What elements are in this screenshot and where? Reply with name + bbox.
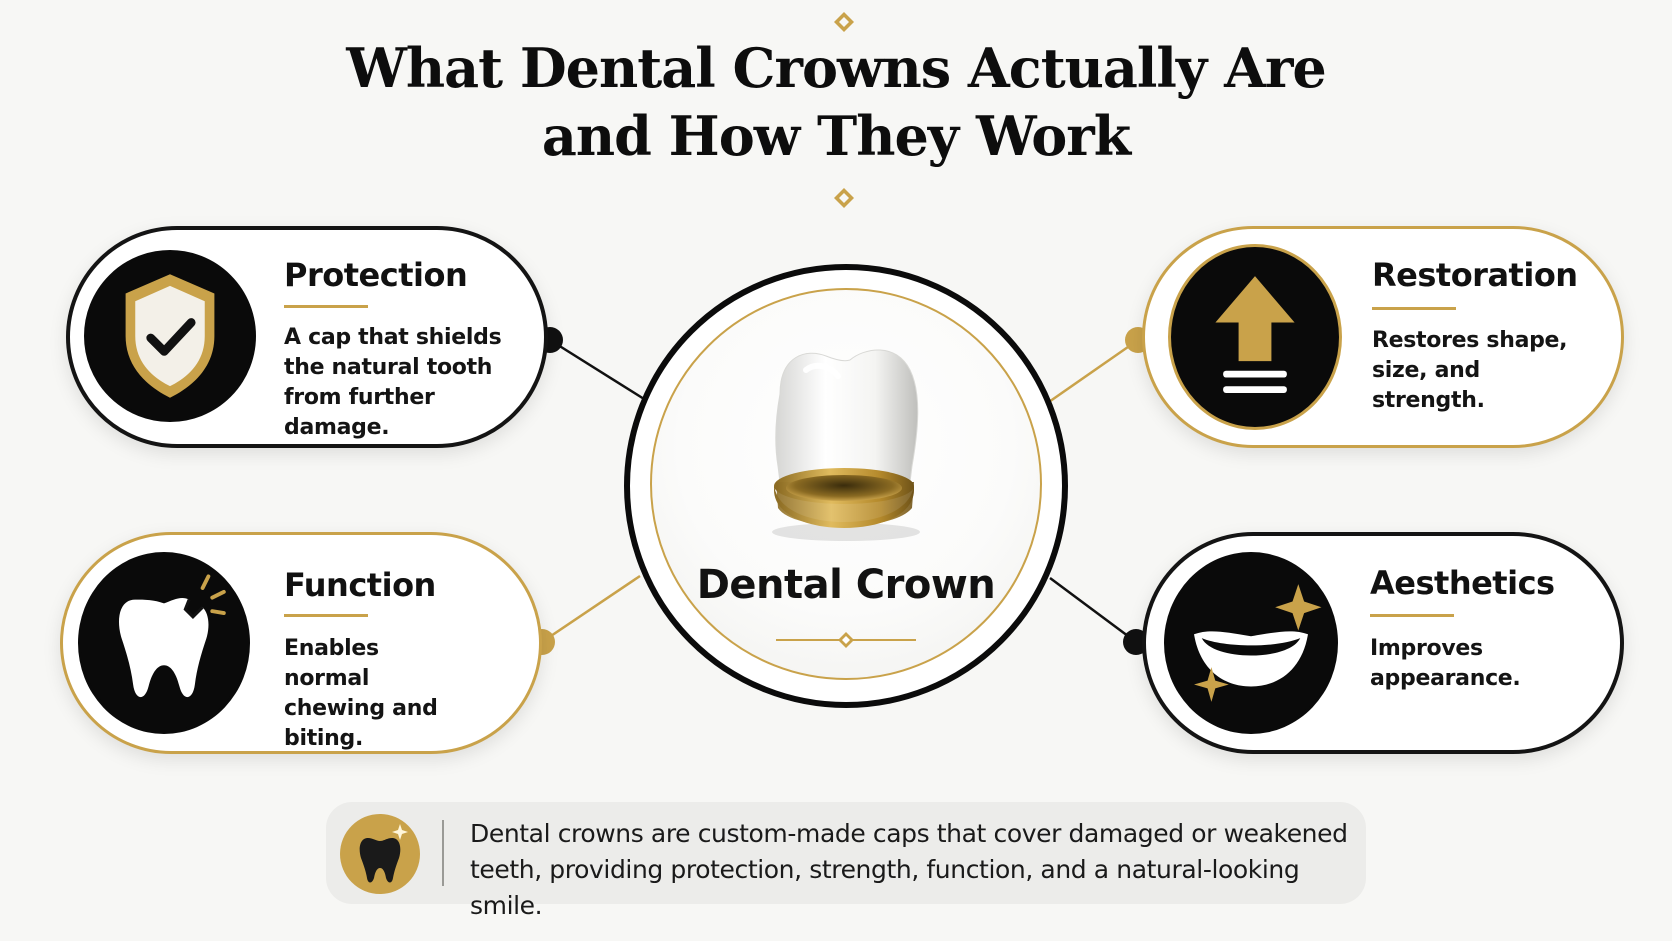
card-title-restoration: Restoration (1372, 256, 1578, 294)
summary-bar (326, 802, 1366, 904)
tooth-sparkle-icon (340, 814, 420, 894)
connector-protection (549, 338, 653, 406)
title-line-1: What Dental Crowns Actually Are (346, 36, 1327, 100)
up-arrow-icon (1168, 244, 1342, 430)
card-desc-aesthetics: Improves appearance. (1370, 636, 1521, 691)
shield-check-icon (84, 250, 256, 422)
card-title-protection: Protection (284, 256, 468, 294)
center-label: Dental Crown (696, 562, 996, 608)
title-ornament-bottom (664, 188, 1020, 208)
card-rule-function (284, 614, 368, 617)
chipped-tooth-icon (78, 552, 250, 734)
summary-divider (442, 820, 444, 886)
center-ornament (776, 632, 916, 648)
title-ornament-top (664, 12, 1020, 32)
card-rule-protection (284, 305, 368, 308)
card-title-aesthetics: Aesthetics (1370, 564, 1555, 602)
summary-text: Dental crowns are custom-made caps that … (470, 819, 1348, 920)
card-rule-restoration (1372, 307, 1456, 310)
page-title: What Dental Crowns Actually Are and How … (0, 34, 1672, 170)
card-rule-aesthetics (1370, 614, 1454, 617)
title-line-2: and How They Work (541, 104, 1131, 168)
connector-restoration (1045, 338, 1139, 406)
smile-sparkle-icon (1164, 552, 1338, 734)
card-desc-restoration: Restores shape, size, and strength. (1372, 328, 1568, 413)
card-title-function: Function (284, 566, 436, 604)
connector-aesthetics (1049, 576, 1137, 644)
dental-crown-icon (772, 349, 920, 541)
card-desc-function: Enables normal chewing and biting. (284, 636, 438, 751)
connector-function (541, 574, 641, 644)
card-desc-protection: A cap that shields the natural tooth fro… (284, 325, 502, 440)
